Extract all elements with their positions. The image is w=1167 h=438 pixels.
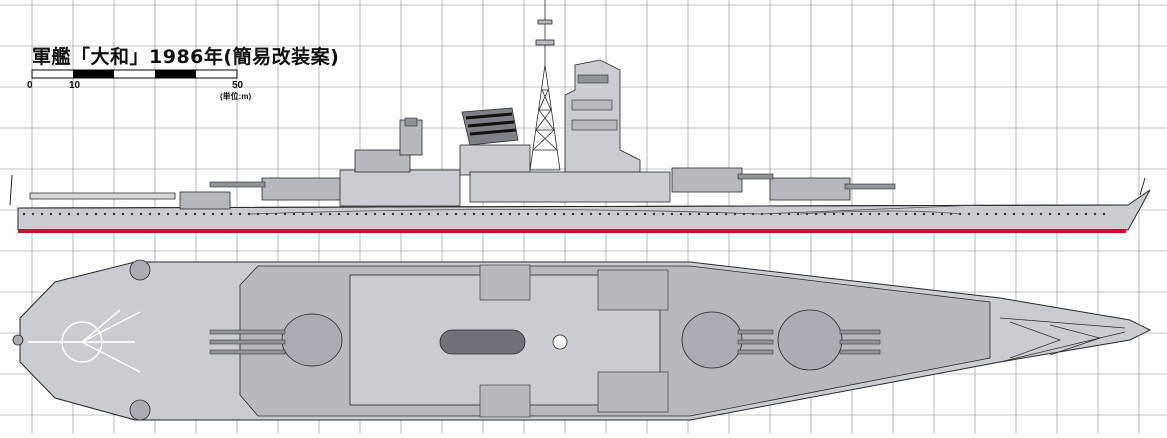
side-lattice-mast [529,0,561,171]
scale-tick-10: 10 [69,80,81,91]
scale-bar [31,69,238,79]
side-aft-turret [261,177,343,201]
side-forward-turret-2 [769,177,851,201]
top-forward-turret-2 [777,309,881,371]
waterline-stripe [18,229,1126,233]
deck-plan-view [12,259,1152,421]
scale-tick-0: 0 [27,80,33,91]
top-forward-turret-1 [681,311,774,369]
bow-deck-lines [999,317,1126,363]
top-aft-turret [209,313,343,367]
side-forward-turret-1 [671,167,743,193]
scale-tick-50: 50 [232,80,244,91]
drawing-title: 軍艦「大和」1986年(簡易改装案) [32,46,340,68]
scale-unit: (単位:m) [220,92,252,101]
porthole-row [22,212,1106,216]
flight-deck-marking [28,309,141,373]
side-profile-view [9,0,1151,233]
